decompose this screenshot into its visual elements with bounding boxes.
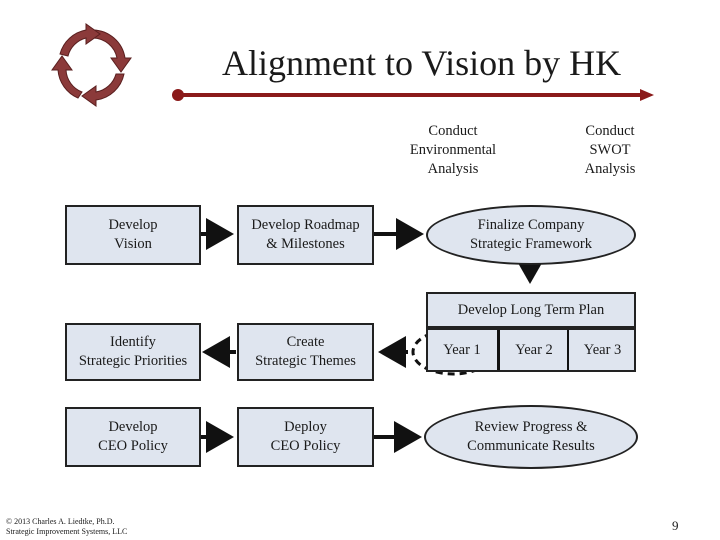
- page-title: Alignment to Vision by HK: [222, 43, 622, 83]
- identify-priorities-box: Identify Strategic Priorities: [65, 323, 201, 381]
- year-divider-2: [567, 330, 569, 370]
- develop-vision-box: Develop Vision: [65, 205, 201, 265]
- page-number: 9: [672, 518, 679, 533]
- copyright-footer: © 2013 Charles A. Liedtke, Ph.D. Strateg…: [6, 517, 128, 536]
- conduct-swot-analysis: Conduct SWOT Analysis: [584, 123, 636, 177]
- deploy-ceo-policy-box: Deploy CEO Policy: [237, 407, 374, 467]
- years-container: [426, 328, 636, 372]
- year1-cell: Year 1: [443, 341, 481, 358]
- conduct-environmental-analysis: Conduct Environmental Analysis: [409, 123, 497, 177]
- create-themes-box: Create Strategic Themes: [237, 323, 374, 381]
- title-rule: [172, 89, 654, 101]
- year-divider-1: [497, 330, 500, 370]
- year2-cell: Year 2: [515, 341, 553, 358]
- develop-roadmap-box: Develop Roadmap & Milestones: [237, 205, 374, 265]
- review-progress-oval: Review Progress & Communicate Results: [424, 405, 638, 469]
- finalize-framework-oval: Finalize Company Strategic Framework: [426, 205, 636, 265]
- long-term-plan-header: Develop Long Term Plan: [426, 292, 636, 328]
- year3-cell: Year 3: [583, 341, 622, 358]
- develop-ceo-policy-box: Develop CEO Policy: [65, 407, 201, 467]
- cycle-arrows-icon: [51, 23, 132, 107]
